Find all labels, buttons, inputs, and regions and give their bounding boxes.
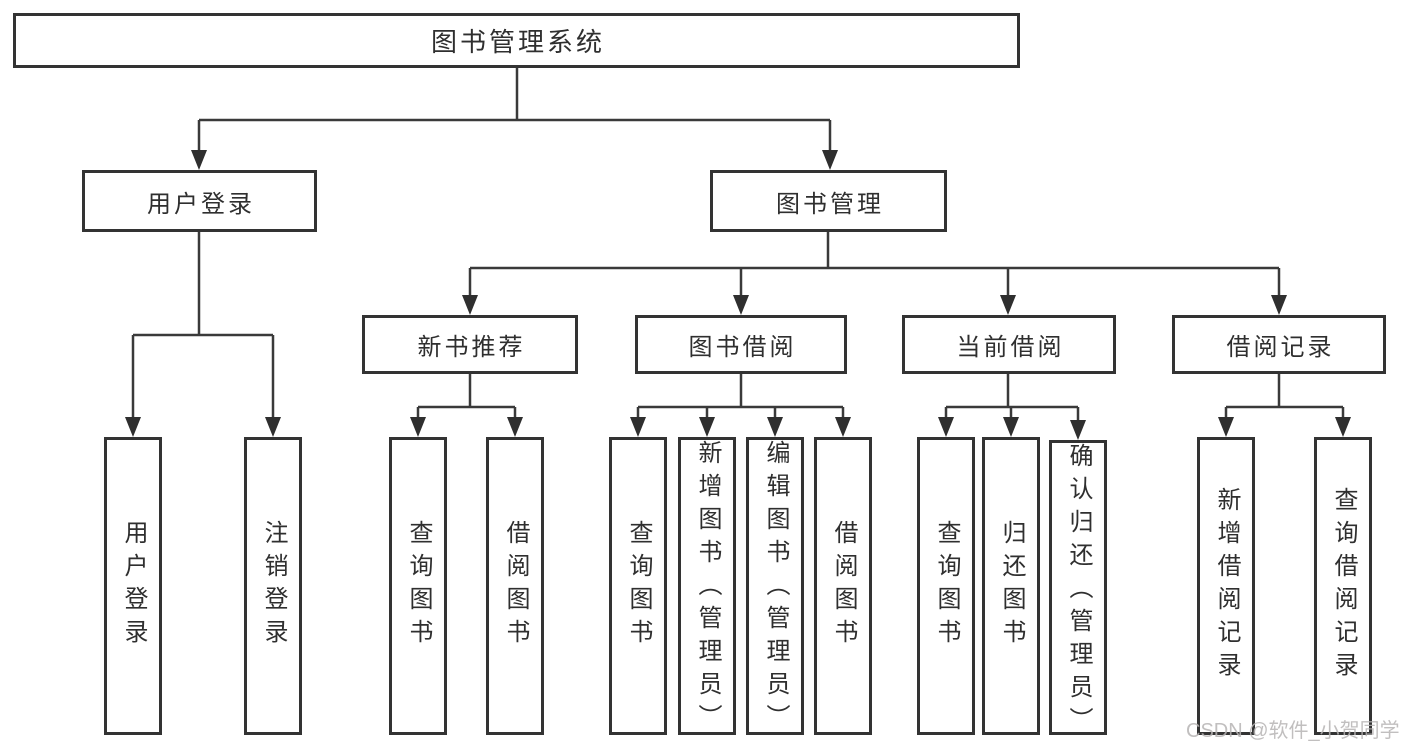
leaf-borrow-lend: 借阅图书 <box>814 437 872 735</box>
node-new-book-recommend-label: 新书推荐 <box>417 334 526 361</box>
arrow-down-icon <box>1003 417 1019 437</box>
node-root: 图书管理系统 <box>13 13 1020 68</box>
leaf-borrow-query-label: 查询图书 <box>625 520 652 652</box>
node-user-login-label: 用户登录 <box>147 190 255 218</box>
leaf-newbook-borrow: 借阅图书 <box>486 437 544 735</box>
connector-newbook-to-leaves <box>410 374 523 437</box>
leaf-user-login-label: 用户登录 <box>120 520 147 652</box>
node-book-borrowing: 图书借阅 <box>635 315 847 374</box>
leaf-borrow-edit-label: 编辑图书（管理员） <box>762 440 789 737</box>
connector-userlogin-to-leaves <box>125 232 281 437</box>
leaf-borrow-edit: 编辑图书（管理员） <box>746 437 804 737</box>
arrow-down-icon <box>835 417 851 437</box>
connector-current-to-leaves <box>938 374 1086 440</box>
leaf-record-query: 查询借阅记录 <box>1314 437 1372 735</box>
leaf-newbook-query: 查询图书 <box>389 437 447 735</box>
leaf-current-return: 归还图书 <box>982 437 1040 735</box>
leaf-record-add: 新增借阅记录 <box>1197 437 1255 735</box>
node-book-management: 图书管理 <box>710 170 947 232</box>
arrow-down-icon <box>1070 420 1086 440</box>
arrow-down-icon <box>507 417 523 437</box>
leaf-borrow-lend-label: 借阅图书 <box>830 520 857 652</box>
leaf-borrow-add: 新增图书（管理员） <box>678 437 736 737</box>
leaf-logout: 注销登录 <box>244 437 302 735</box>
leaf-current-confirm: 确认归还（管理员） <box>1049 440 1107 740</box>
node-borrowing-records-label: 借阅记录 <box>1226 334 1335 361</box>
arrow-down-icon <box>191 150 207 170</box>
arrow-down-icon <box>822 150 838 170</box>
node-user-login: 用户登录 <box>82 170 317 232</box>
arrow-down-icon <box>125 417 141 437</box>
arrow-down-icon <box>733 295 749 315</box>
leaf-newbook-query-label: 查询图书 <box>405 520 432 652</box>
connector-bookmgmt-to-level3 <box>462 232 1287 315</box>
arrow-down-icon <box>699 417 715 437</box>
leaf-current-return-label: 归还图书 <box>998 520 1025 652</box>
arrow-down-icon <box>1335 417 1351 437</box>
node-book-borrowing-label: 图书借阅 <box>688 334 797 361</box>
node-borrowing-records: 借阅记录 <box>1172 315 1386 374</box>
node-root-label: 图书管理系统 <box>430 27 605 57</box>
arrow-down-icon <box>1218 417 1234 437</box>
leaf-borrow-add-label: 新增图书（管理员） <box>694 440 721 737</box>
leaf-user-login: 用户登录 <box>104 437 162 735</box>
node-book-management-label: 图书管理 <box>776 190 884 218</box>
arrow-down-icon <box>410 417 426 437</box>
node-new-book-recommend: 新书推荐 <box>362 315 578 374</box>
leaf-record-add-label: 新增借阅记录 <box>1213 487 1240 685</box>
connector-root-to-level2 <box>191 68 838 170</box>
arrow-down-icon <box>1000 295 1016 315</box>
leaf-current-query: 查询图书 <box>917 437 975 735</box>
arrow-down-icon <box>462 295 478 315</box>
leaf-logout-label: 注销登录 <box>260 520 287 652</box>
arrow-down-icon <box>265 417 281 437</box>
connector-records-to-leaves <box>1218 374 1351 437</box>
arrow-down-icon <box>767 417 783 437</box>
leaf-current-confirm-label: 确认归还（管理员） <box>1065 443 1092 740</box>
arrow-down-icon <box>630 417 646 437</box>
node-current-borrowing-label: 当前借阅 <box>956 334 1065 361</box>
leaf-newbook-borrow-label: 借阅图书 <box>502 520 529 652</box>
leaf-record-query-label: 查询借阅记录 <box>1330 487 1357 685</box>
node-current-borrowing: 当前借阅 <box>902 315 1116 374</box>
connector-borrowing-to-leaves <box>630 374 851 437</box>
leaf-borrow-query: 查询图书 <box>609 437 667 735</box>
arrow-down-icon <box>938 417 954 437</box>
csdn-watermark: CSDN @软件_小贺同学 <box>1186 720 1400 742</box>
leaf-current-query-label: 查询图书 <box>933 520 960 652</box>
arrow-down-icon <box>1271 295 1287 315</box>
